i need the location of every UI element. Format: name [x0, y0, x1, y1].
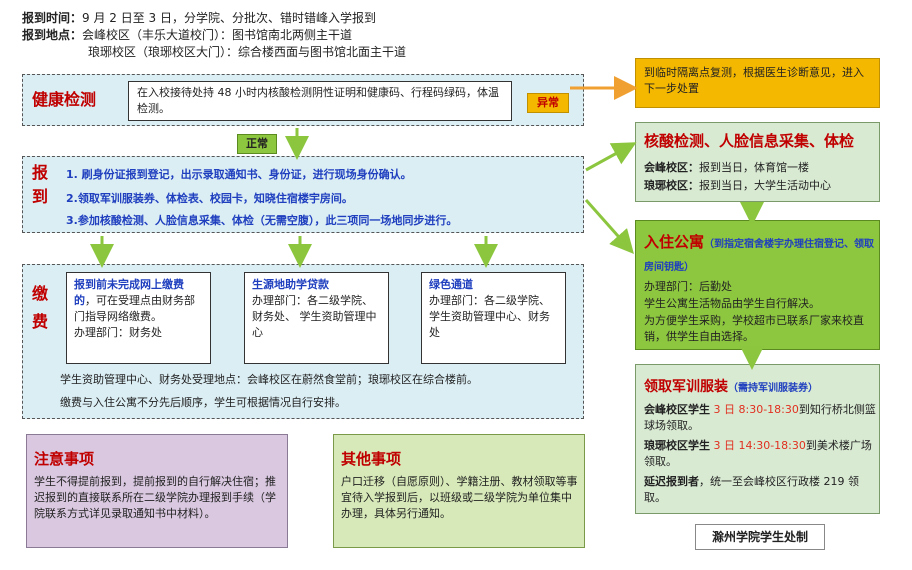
dorm-line1: 办理部门：后勤处 [644, 280, 732, 293]
report-step1: 1. 刷身份证报到登记，出示录取通知书、身份证，进行现场身份确认。 [66, 168, 412, 181]
box3-title: 绿色通道 [429, 278, 473, 291]
report-title-a: 报 [32, 163, 49, 182]
uniform-row2: 琅琊校区学生 3 日 14:30-18:30到美术楼广场领取。 [644, 438, 876, 470]
box1-text: ，可在受理点由财务部门指导网络缴费。 [74, 294, 195, 323]
uniform-row1: 会峰校区学生 3 日 8:30-18:30到知行桥北侧篮球场领取。 [644, 402, 876, 434]
arrow-report-nucleic [585, 142, 637, 172]
nucleic-line2: 琅琊校区：报到当日，大学生活动中心 [644, 178, 874, 194]
dorm-heading: 入住公寓（到指定宿舍楼宇办理住宿登记、领取房间钥匙） [644, 232, 876, 278]
payment-box-loan: 生源地助学贷款 办理部门：各二级学院、财务处、 学生资助管理中心 [244, 272, 389, 364]
nucleic-line2-label: 琅琊校区： [644, 179, 699, 192]
nucleic-line1: 会峰校区：报到当日，体育馆一楼 [644, 160, 874, 176]
other-title: 其他事项 [341, 450, 402, 468]
box3-text: 办理部门：各二级学院、学生资助管理中心、财务处 [429, 294, 550, 339]
dorm-title-note: （到指定宿舍楼宇办理住宿登记、领取房间钥匙） [644, 239, 875, 273]
box2-title: 生源地助学贷款 [252, 278, 329, 291]
report-title: 报 到 [32, 161, 52, 209]
uniform-r3-label: 延迟报到者 [644, 475, 699, 488]
uniform-r3-text: ，统一至会峰校区行政楼 219 领取。 [644, 475, 859, 504]
uniform-row3: 延迟报到者，统一至会峰校区行政楼 219 领取。 [644, 474, 876, 506]
dorm-title: 入住公寓 [644, 233, 705, 251]
uniform-panel [635, 364, 880, 514]
payment-note2: 缴费与入住公寓不分先后顺序，学生可根据情况自行安排。 [60, 396, 346, 409]
report-step2: 2.领取军训服装券、体检表、校园卡，知晓住宿楼宇房间。 [66, 192, 353, 205]
payment-title-b: 费 [32, 312, 49, 331]
notice-title: 注意事项 [34, 450, 95, 468]
dorm-line3: 为方便学生采购，学校超市已联系厂家来校直销，供学生自由选择。 [644, 314, 864, 343]
uniform-r2-label: 琅琊校区学生 [644, 439, 710, 452]
header-place: 报到地点：会峰校区（丰乐大道校门）：图书馆南北两侧主干道 [22, 27, 622, 43]
uniform-r2-text: 到美术楼广场领取。 [644, 439, 872, 468]
report-step3: 3.参加核酸检测、人脸信息采集、体检（无需空腹），此三项同一场地同步进行。 [66, 214, 458, 227]
dorm-line2: 学生公寓生活物品由学生自行解决。 [644, 297, 820, 310]
place-label: 报到地点： [22, 28, 83, 42]
health-text: 在入校接待处持 48 小时内核酸检测阴性证明和健康码、行程码绿码，体温检测。 [128, 81, 512, 121]
uniform-title-note: （需持军训服装券） [728, 383, 818, 394]
place-line1: 会峰校区（丰乐大道校门）：图书馆南北两侧主干道 [82, 28, 353, 42]
uniform-title: 领取军训服装 [644, 379, 728, 395]
uniform-r1-time: 3 日 8:30-18:30 [710, 403, 799, 416]
health-title: 健康检测 [32, 90, 97, 109]
dorm-panel [635, 220, 880, 350]
payment-title: 缴 费 [32, 280, 52, 336]
uniform-heading: 领取军训服装（需持军训服装券） [644, 376, 876, 396]
other-text: 户口迁移（自愿原则）、学籍注册、教材领取等事宜待入学报到后，以班级或二级学院为单… [341, 475, 578, 520]
time-text: 9 月 2 日至 3 日，分学院、分批次、错时错峰入学报到 [82, 11, 376, 25]
header-time: 报到时间：9 月 2 日至 3 日，分学院、分批次、错时错峰入学报到 [22, 10, 622, 26]
nucleic-title: 核酸检测、人脸信息采集、体检 [644, 132, 855, 150]
report-panel [22, 156, 584, 233]
payment-box-online: 报到前未完成网上缴费的，可在受理点由财务部门指导网络缴费。 办理部门：财务处 [66, 272, 211, 364]
abnormal-tag: 异常 [527, 93, 569, 113]
uniform-r2-time: 3 日 14:30-18:30 [710, 439, 806, 452]
report-title-b: 到 [32, 187, 49, 206]
other-panel [333, 434, 585, 548]
footer-org: 滁州学院学生处制 [695, 524, 825, 550]
abnormal-box: 到临时隔离点复测，根据医生诊断意见，进入下一步处置 [635, 58, 880, 108]
normal-tag: 正常 [237, 134, 277, 154]
payment-note1: 学生资助管理中心、财务处受理地点：会峰校区在蔚然食堂前；琅琊校区在综合楼前。 [60, 373, 478, 386]
payment-box-green: 绿色通道 办理部门：各二级学院、学生资助管理中心、财务处 [421, 272, 566, 364]
box1-dept: 办理部门：财务处 [74, 326, 162, 339]
time-label: 报到时间： [22, 11, 83, 25]
uniform-r1-text: 到知行桥北侧篮球场领取。 [644, 403, 876, 432]
place-line2: 琅琊校区（琅琊校区大门）：综合楼西面与图书馆北面主干道 [88, 45, 407, 59]
nucleic-line1-label: 会峰校区： [644, 161, 699, 174]
notice-text: 学生不得提前报到，提前报到的自行解决住宿；推迟报到的直接联系所在二级学院办理报到… [34, 475, 276, 520]
uniform-r1-label: 会峰校区学生 [644, 403, 710, 416]
arrow-report-dorm [584, 199, 634, 254]
nucleic-line2-text: 报到当日，大学生活动中心 [699, 179, 831, 192]
box1-title: 报到前未完成网上缴费的 [74, 278, 184, 307]
payment-title-a: 缴 [32, 284, 49, 303]
box2-text: 办理部门：各二级学院、财务处、 学生资助管理中心 [252, 294, 377, 339]
nucleic-line1-text: 报到当日，体育馆一楼 [699, 161, 809, 174]
notice-panel [26, 434, 288, 548]
